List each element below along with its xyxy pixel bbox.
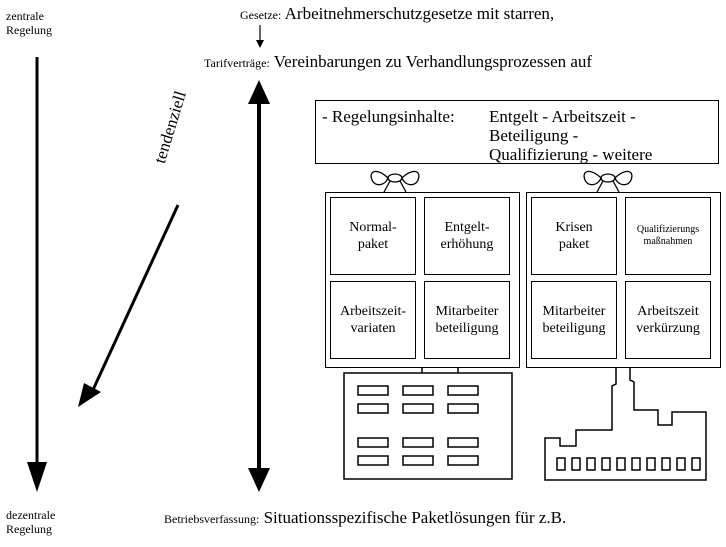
package-right-cell-4: Arbeitszeit verkürzung bbox=[625, 281, 711, 359]
factory-icon bbox=[544, 348, 707, 481]
content-line-1: Entgelt - Arbeitszeit - bbox=[489, 107, 636, 126]
right-package-bow bbox=[583, 170, 633, 193]
package-right-cell-1: Krisen paket bbox=[531, 197, 617, 275]
content-line-3: Qualifizierung - weitere bbox=[489, 145, 653, 164]
trend-arrow-shaft bbox=[90, 204, 180, 393]
package-right-cell-2: Qualifizierungs maßnahmen bbox=[625, 197, 711, 275]
left-vertical-arrowhead bbox=[27, 462, 47, 492]
level-gesetze: Gesetze: Arbeitnehmerschutzgesetze mit s… bbox=[240, 4, 554, 24]
trend-arrowhead bbox=[78, 383, 101, 407]
package-left-cell-1: Normal- paket bbox=[330, 197, 416, 275]
level-tarif: Tarifverträge: Vereinbarungen zu Verhand… bbox=[204, 52, 592, 72]
main-arrow-bottom-head bbox=[248, 468, 270, 492]
content-box: - Regelungsinhalte: Entgelt - Arbeitszei… bbox=[315, 100, 719, 164]
betrieb-text: Situationsspezifische Paketlösungen für … bbox=[263, 508, 567, 527]
top-axis-label: zentrale Regelung bbox=[6, 9, 52, 37]
tarif-label: Tarifverträge: bbox=[204, 56, 270, 70]
level-betrieb: Betriebsverfassung: Situationsspezifisch… bbox=[164, 508, 566, 528]
gesetze-label: Gesetze: bbox=[240, 8, 282, 22]
package-left-cell-4: Mitarbeiter beteiligung bbox=[424, 281, 510, 359]
small-down-arrowhead bbox=[256, 40, 264, 48]
content-prefix: - Regelungsinhalte: bbox=[322, 107, 455, 126]
content-line-2: Beteiligung - bbox=[489, 126, 579, 145]
package-right-cell-3: Mitarbeiter beteiligung bbox=[531, 281, 617, 359]
left-package-bow bbox=[370, 170, 420, 193]
package-right: Krisen paket Qualifizierungs maßnahmen M… bbox=[526, 192, 721, 368]
gesetze-text: Arbeitnehmerschutzgesetze mit starren, bbox=[284, 4, 555, 23]
package-left-cell-2: Entgelt- erhöhung bbox=[424, 197, 510, 275]
office-building-icon bbox=[343, 355, 513, 480]
main-arrow-top-head bbox=[248, 80, 270, 104]
package-left: Normal- paket Entgelt- erhöhung Arbeitsz… bbox=[325, 192, 520, 368]
bottom-axis-label: dezentrale Regelung bbox=[6, 508, 56, 536]
tarif-text: Vereinbarungen zu Verhandlungsprozessen … bbox=[273, 52, 593, 71]
package-left-cell-3: Arbeitszeit- variaten bbox=[330, 281, 416, 359]
betrieb-label: Betriebsverfassung: bbox=[164, 512, 260, 526]
